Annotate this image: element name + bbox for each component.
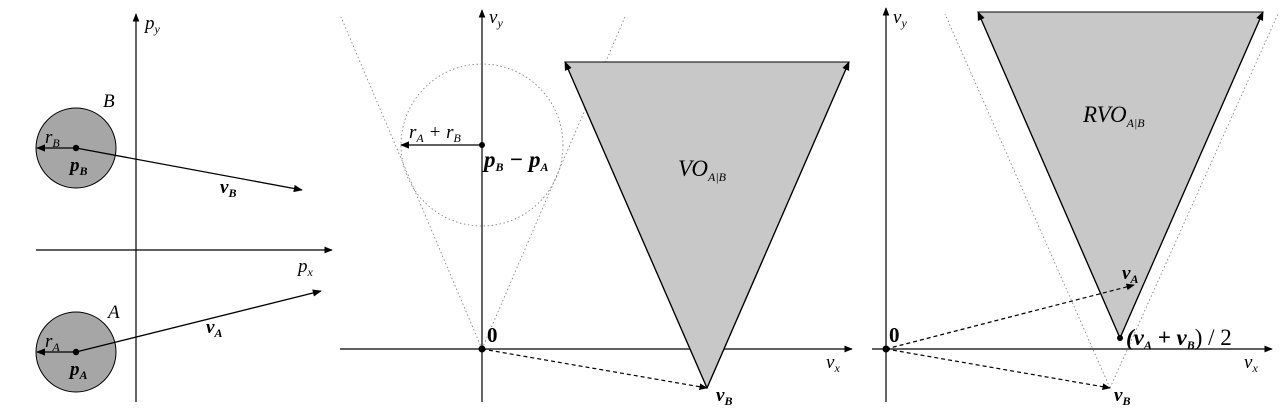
agent-b-radius-label: rB: [45, 127, 60, 150]
px-axis-label: px: [296, 256, 314, 279]
agent-a-position-label: pA: [68, 359, 88, 382]
vo-region-label: VOA|B: [678, 156, 727, 184]
origin-dot-rvo: [882, 345, 890, 353]
agent-b-velocity: [75, 147, 303, 193]
velocity-a-label: vA: [1122, 263, 1138, 286]
origin-label-rvo: 0: [889, 323, 900, 347]
velocity-b-arrow: [481, 348, 708, 391]
agent-b-label: B: [103, 91, 115, 112]
vx-axis-label-rvo: vx: [1244, 352, 1258, 375]
agent-a-label: A: [106, 302, 120, 323]
panel-positions: py px B rB pB vB A rA pA vA: [35, 13, 333, 402]
origin-dot: [478, 345, 486, 353]
cone-edge-right-rvo: [1109, 13, 1279, 389]
velocity-b-label: vB: [716, 385, 732, 408]
vy-axis-label-rvo: vy: [893, 7, 907, 30]
agent-b-velocity-label: vB: [220, 177, 236, 200]
rvo-edge-left: [977, 11, 1121, 339]
agent-a-velocity-label: vA: [206, 317, 222, 340]
radius-sum-label: rA + rB: [409, 122, 461, 145]
origin-label: 0: [487, 323, 498, 347]
relative-position-dot: [479, 142, 485, 148]
average-velocity-dot: [1117, 335, 1123, 341]
panel-velocity-obstacle: vy vx 0 rA + rB pB − pA VOA|B vB: [340, 7, 853, 408]
rvo-edge-right: [1119, 11, 1264, 339]
rvo-region: [977, 11, 1264, 340]
vo-region: [564, 61, 850, 390]
panel-reciprocal-velocity-obstacle: vy vx 0 RVOA|B vA vB (vA + vB) / 2: [872, 7, 1279, 408]
agent-a-velocity: [75, 289, 322, 353]
agent-a-radius-label: rA: [45, 331, 60, 354]
average-velocity-label: (vA + vB) / 2: [1126, 325, 1232, 352]
py-axis-label: py: [143, 13, 161, 36]
velocity-a-arrow: [885, 283, 1135, 350]
agent-b-position-label: pB: [68, 155, 88, 178]
velocity-b-arrow-rvo: [885, 348, 1111, 391]
relative-position-label: pB − pA: [482, 147, 548, 174]
vy-axis-label: vy: [489, 7, 503, 30]
combined-radius-circle: [400, 63, 564, 227]
cone-edge-left-rvo: [944, 13, 1111, 389]
vx-axis-label: vx: [826, 352, 840, 375]
velocity-b-label-rvo: vB: [1114, 385, 1130, 408]
vo-edge-right: [706, 61, 850, 389]
rvo-region-label: RVOA|B: [1082, 102, 1145, 130]
cone-edge-left: [340, 16, 483, 350]
vo-edge-left: [564, 61, 708, 389]
